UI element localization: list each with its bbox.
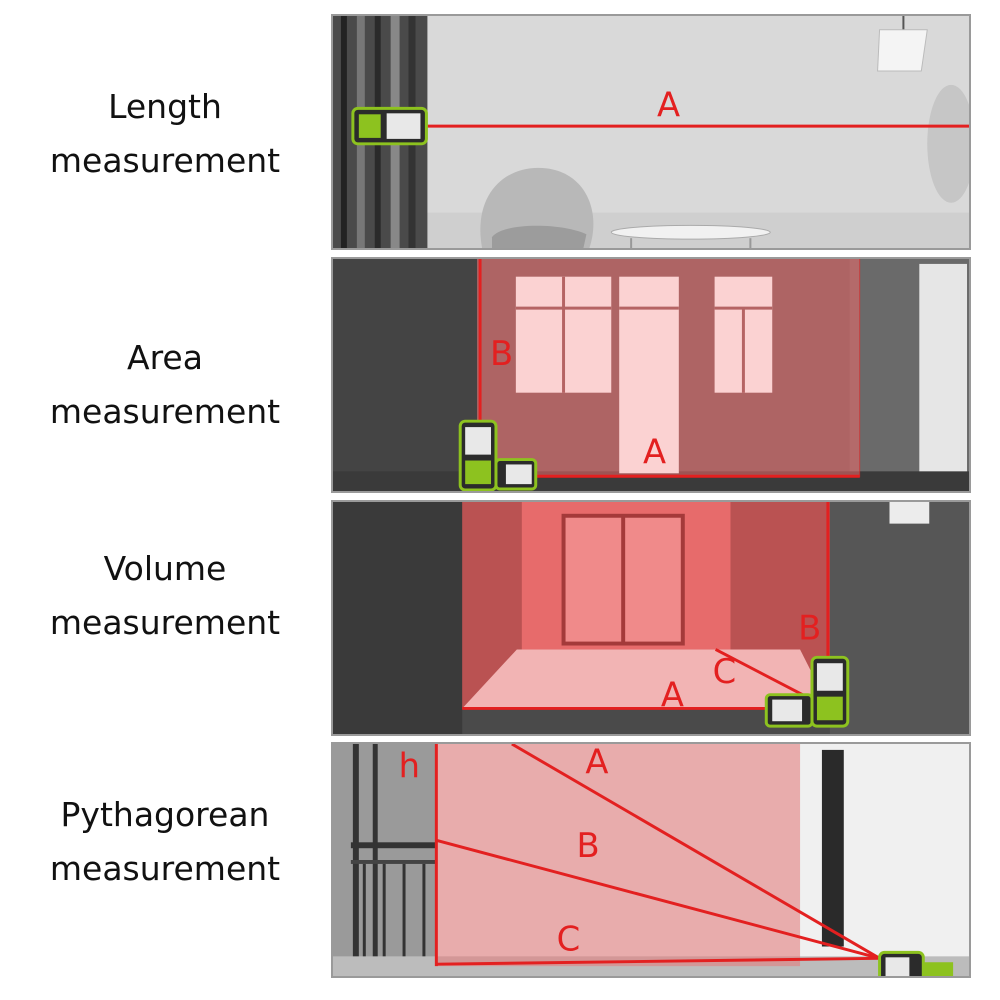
length-photo-panel: A (331, 14, 971, 250)
mark-b: B (576, 826, 599, 865)
pythagorean-photo-panel: h A B C (331, 742, 971, 978)
mark-b: B (490, 334, 513, 373)
volume-row: Volume measurement B C A (0, 500, 1000, 736)
laser-meter-device-icon (878, 950, 954, 976)
mark-b: B (798, 609, 821, 648)
length-label-line2: measurement (49, 141, 281, 180)
area-label: Area measurement (0, 331, 330, 439)
pythagorean-row: Pythagorean measurement h A (0, 742, 1000, 978)
length-label: Length measurement (0, 80, 330, 188)
length-row: Length measurement (0, 14, 1000, 250)
mark-a: A (661, 676, 684, 715)
pythagorean-label-line2: measurement (49, 849, 281, 888)
laser-meter-device-icon (351, 106, 428, 146)
volume-label-line1: Volume (103, 549, 227, 588)
mark-a: A (585, 744, 608, 781)
area-label-line1: Area (127, 338, 203, 377)
mark-c: C (557, 920, 581, 959)
mark-h: h (399, 747, 420, 786)
pythagorean-label: Pythagorean measurement (0, 788, 330, 896)
laser-line-b (435, 838, 880, 960)
mark-a: A (657, 85, 680, 124)
volume-photo-panel: B C A (331, 500, 971, 736)
pythagorean-label-line1: Pythagorean (60, 795, 270, 834)
area-label-line2: measurement (49, 392, 281, 431)
volume-label: Volume measurement (0, 542, 330, 650)
length-label-line1: Length (108, 87, 222, 126)
area-photo-panel: B A (331, 257, 971, 493)
volume-label-line2: measurement (49, 603, 281, 642)
laser-line-c (436, 956, 880, 966)
laser-meter-device-icon (458, 419, 538, 491)
laser-line-c (714, 648, 811, 700)
mark-c: C (713, 652, 737, 691)
area-row: Area measurement B A (0, 257, 1000, 493)
laser-line-a (511, 744, 881, 960)
pythagorean-overlay (437, 744, 801, 967)
mark-a: A (643, 433, 666, 472)
laser-meter-device-icon (764, 655, 850, 728)
